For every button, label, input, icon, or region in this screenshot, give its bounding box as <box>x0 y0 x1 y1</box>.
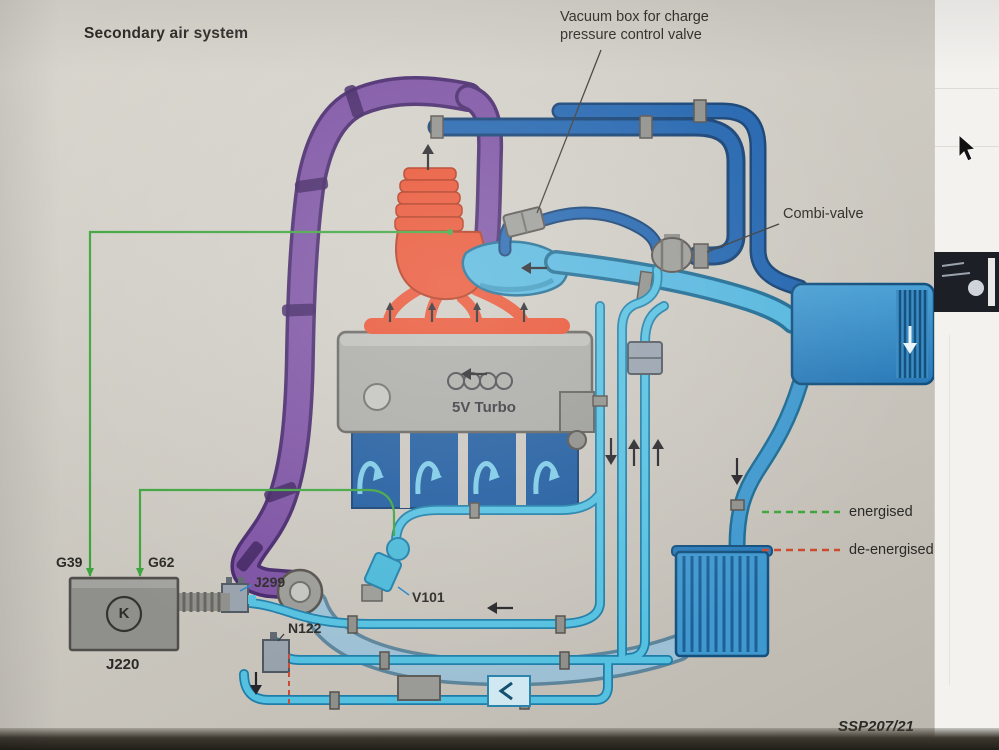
intake-hose <box>230 76 504 600</box>
intercooler <box>671 545 773 658</box>
combi-valve-label: Combi-valve <box>783 206 864 222</box>
legend-de-energised-label: de-energised <box>849 542 934 558</box>
legend-energised-label: energised <box>849 504 913 520</box>
legend-lines <box>762 510 840 552</box>
ecu-box <box>68 576 230 652</box>
exhaust-manifold <box>364 167 570 334</box>
j299-label: J299 <box>254 574 286 590</box>
engine-badge: 5V Turbo <box>452 399 516 416</box>
n122-label: N122 <box>288 620 322 636</box>
green-wires <box>86 229 453 577</box>
leader-lines <box>239 49 780 642</box>
j220-label: J220 <box>106 656 140 673</box>
sidebar-thumbnail[interactable] <box>934 252 999 312</box>
flow-arrows <box>250 144 743 695</box>
sidebar-scroll-line <box>949 335 950 685</box>
pump-v101 <box>361 537 410 602</box>
audi-rings-icon <box>447 372 513 390</box>
ecu-symbol-label: K <box>118 605 130 622</box>
combi-valve <box>651 234 693 273</box>
vacuum-box <box>502 206 546 238</box>
charge-air-pipe <box>544 250 805 334</box>
cylinder-bank <box>351 431 579 509</box>
sidebar-divider <box>935 88 999 89</box>
v101-label: V101 <box>412 589 445 605</box>
photo-bottom-shadow <box>0 728 999 750</box>
engine-block <box>336 330 595 450</box>
valve-n122 <box>262 632 290 704</box>
page-title: Secondary air system <box>84 25 249 42</box>
compressor-outlet <box>461 240 569 297</box>
air-filter-box <box>728 282 936 555</box>
browser-sidebar <box>934 0 999 750</box>
solenoid-valve <box>627 341 663 375</box>
turbocharger <box>276 568 324 616</box>
g39-label: G39 <box>56 554 83 570</box>
mouse-cursor-icon <box>958 135 977 162</box>
vacuum-box-label: Vacuum box for charge pressure control v… <box>560 9 709 44</box>
g62-label: G62 <box>148 554 175 570</box>
secondary-air-pipes <box>225 265 745 710</box>
thumbnail-graphic <box>941 258 995 306</box>
